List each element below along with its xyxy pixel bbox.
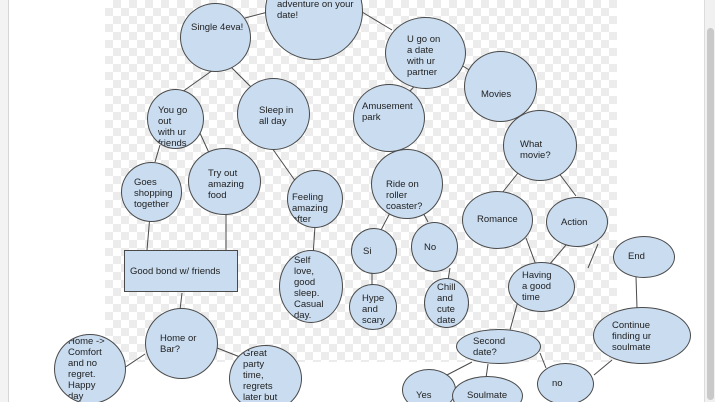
node-feeling[interactable]: Feeling amazing after	[287, 170, 343, 228]
node-food[interactable]: Try out amazing food	[188, 148, 261, 215]
node-label: Home -> Comfort and no regret. Happy day	[68, 336, 105, 402]
node-label: Great party time, regrets later but	[243, 348, 278, 402]
node-chill[interactable]: Chill and cute date	[424, 278, 469, 328]
connector-line	[154, 144, 161, 163]
node-great-party[interactable]: Great party time, regrets later but	[229, 345, 302, 402]
node-label: adventure on your date!	[277, 0, 354, 21]
node-label: Home or Bar?	[160, 333, 197, 355]
node-end[interactable]: End	[613, 236, 675, 278]
node-label: Good bond w/ friends	[130, 266, 221, 277]
node-romance[interactable]: Romance	[462, 191, 533, 249]
node-soulmate[interactable]: Soulmate	[452, 376, 523, 402]
connector-line	[635, 276, 638, 309]
connector-line	[244, 11, 269, 19]
connector-line	[123, 353, 146, 369]
node-si[interactable]: Si	[351, 228, 397, 274]
node-label: Goes shopping together	[134, 177, 173, 210]
node-home-bar[interactable]: Home or Bar?	[145, 308, 218, 379]
node-label: Ride on roller coaster?	[386, 179, 423, 212]
node-label: Soulmate	[467, 390, 508, 401]
connector-line	[485, 363, 489, 379]
node-label: Try out amazing food	[208, 168, 244, 201]
vertical-scrollbar[interactable]	[704, 0, 715, 402]
left-panel-edge	[0, 0, 9, 402]
node-bond[interactable]: Good bond w/ friends	[124, 250, 238, 292]
node-action[interactable]: Action	[546, 197, 608, 247]
node-label: Yes	[416, 390, 432, 401]
node-second-date[interactable]: Second date?	[456, 329, 541, 364]
node-date[interactable]: U go on a date with ur partner	[385, 17, 466, 89]
connector-line	[509, 300, 519, 331]
node-label: End	[628, 251, 645, 262]
node-label: Hype and scary	[362, 293, 385, 326]
node-label: Sleep in all day	[259, 105, 294, 127]
node-selflove[interactable]: Self love, good sleep. Casual day.	[279, 250, 343, 323]
connector-line	[525, 237, 537, 266]
node-label: Chill and cute date	[437, 282, 456, 326]
connector-line	[444, 361, 473, 377]
node-label: What movie?	[520, 139, 551, 161]
connector-line	[539, 352, 547, 369]
scrollbar-thumb[interactable]	[707, 28, 714, 400]
node-label: Second date?	[473, 336, 506, 358]
connector-line	[593, 359, 613, 376]
connector-line	[181, 69, 214, 93]
connector-line	[587, 243, 599, 269]
node-what-movie[interactable]: What movie?	[503, 110, 577, 181]
node-label: Self love, good sleep. Casual day.	[294, 255, 324, 321]
node-continue[interactable]: Continue finding ur soulmate	[593, 307, 691, 364]
node-label: Action	[561, 217, 588, 228]
node-label: no	[552, 378, 563, 389]
node-no-2[interactable]: no	[537, 363, 594, 402]
node-no-1[interactable]: No	[411, 222, 458, 272]
node-label: Continue finding ur soulmate	[612, 320, 652, 353]
node-movies[interactable]: Movies	[464, 51, 537, 122]
node-label: Romance	[477, 214, 518, 225]
node-label: U go on a date with ur partner	[407, 34, 441, 78]
node-friends[interactable]: You go out with ur friends	[147, 89, 204, 149]
node-label: Single 4eva!	[191, 22, 244, 33]
node-good-time[interactable]: Having a good time	[508, 262, 575, 312]
node-coaster[interactable]: Ride on roller coaster?	[371, 149, 443, 219]
node-shopping[interactable]: Goes shopping together	[121, 162, 182, 222]
connector-line	[361, 11, 393, 31]
node-home[interactable]: Home -> Comfort and no regret. Happy day	[54, 334, 126, 402]
connector-line	[548, 244, 567, 266]
node-label: Feeling amazing after	[292, 192, 328, 225]
node-label: Movies	[481, 89, 512, 100]
node-label: Si	[363, 246, 372, 257]
connector-line	[557, 171, 577, 197]
node-label: No	[424, 242, 437, 253]
node-sleep[interactable]: Sleep in all day	[237, 78, 310, 150]
node-amusement[interactable]: Amusement park	[353, 84, 425, 152]
node-single[interactable]: Single 4eva!	[180, 3, 251, 72]
node-label: You go out with ur friends	[158, 105, 188, 149]
node-hype[interactable]: Hype and scary	[349, 284, 397, 330]
node-label: Amusement park	[362, 101, 413, 123]
connector-line	[179, 292, 183, 311]
connector-line	[501, 172, 519, 194]
connector-line	[271, 147, 297, 183]
node-label: Having a good time	[522, 270, 552, 303]
